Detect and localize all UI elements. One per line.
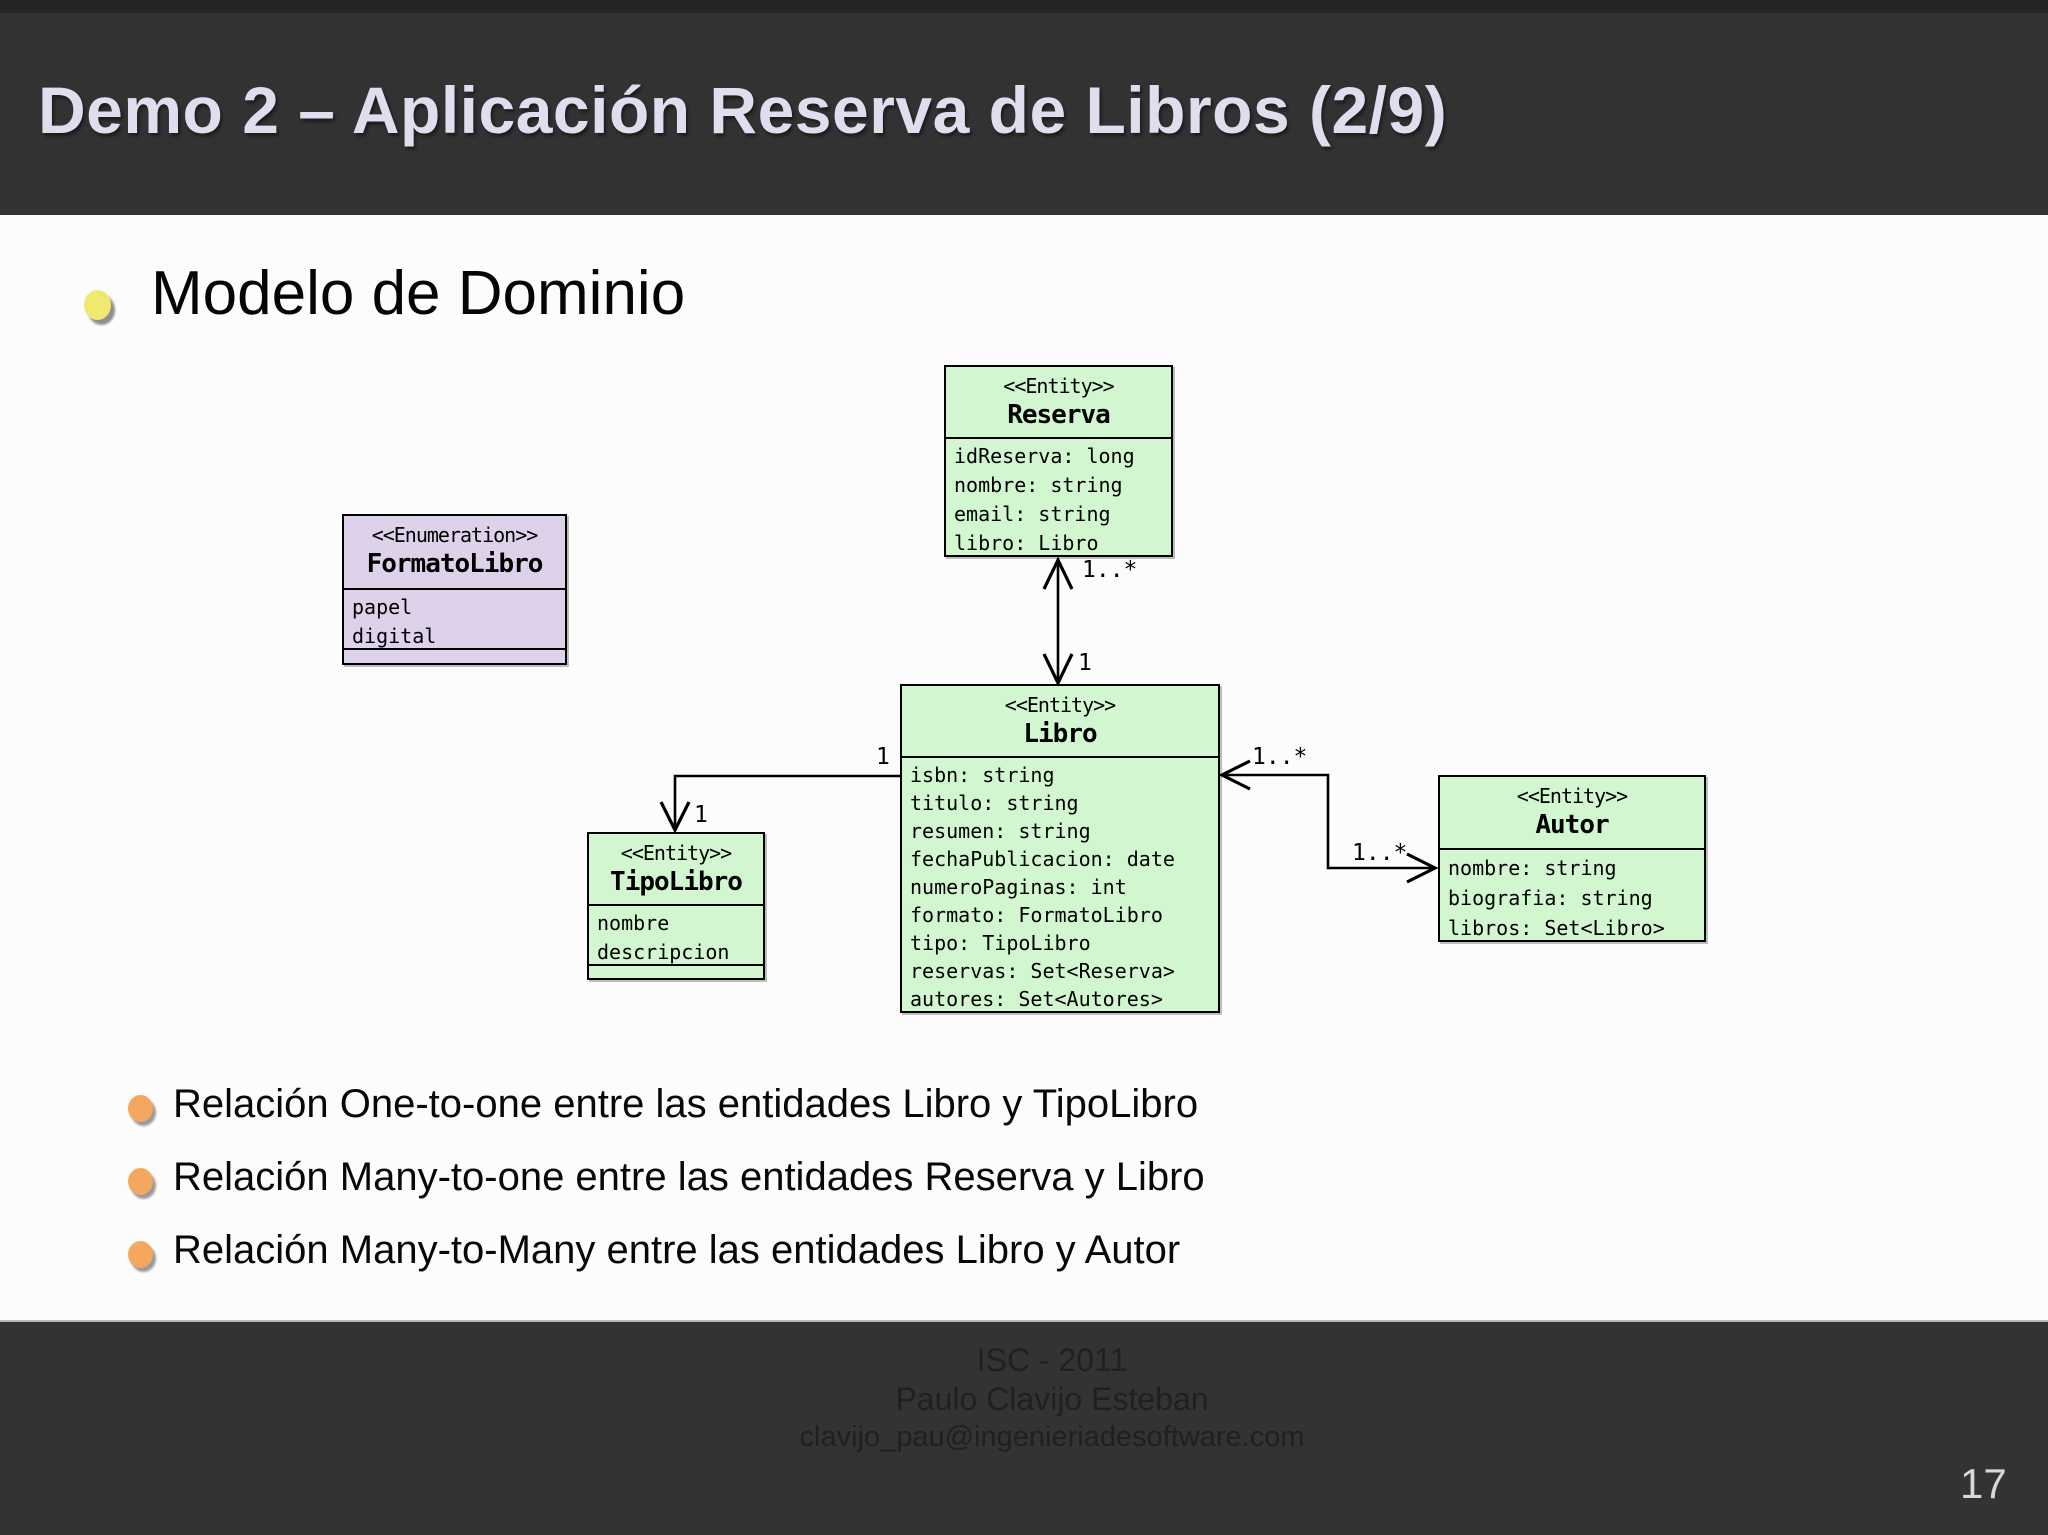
multiplicity-label: 1	[694, 802, 708, 828]
attribute: formato: FormatoLibro	[910, 903, 1163, 927]
stereotype-label: <<Enumeration>>	[371, 523, 539, 547]
empty-compartment	[589, 964, 763, 966]
enum-literal: papel	[352, 595, 413, 619]
literal-list: papel digital	[344, 590, 565, 648]
class-header: <<Enumeration>> FormatoLibro	[344, 516, 565, 590]
footer-email: clavijo_pau@ingenieriadesoftware.com	[799, 1421, 1305, 1453]
attribute: resumen: string	[910, 819, 1091, 843]
bullet-text: Relación Many-to-Many entre las entidade…	[173, 1228, 1181, 1272]
class-box-autor: <<Entity>> Autor nombre: string biografi…	[1438, 775, 1706, 942]
stereotype-label: <<Entity>>	[1003, 374, 1114, 398]
multiplicity-label: 1..*	[1252, 744, 1308, 770]
list-item: Relación Many-to-one entre las entidades…	[128, 1141, 1205, 1214]
enumeration-box-formatolibro: <<Enumeration>> FormatoLibro papel digit…	[342, 514, 567, 665]
footer-bar: ISC - 2011 Paulo Clavijo Esteban clavijo…	[0, 1320, 2048, 1535]
multiplicity-label: 1	[1078, 650, 1092, 676]
bullet-list: Relación One-to-one entre las entidades …	[128, 1068, 1205, 1287]
attribute-list: nombre: string biografia: string libros:…	[1440, 850, 1704, 943]
attribute: libro: Libro	[954, 531, 1099, 555]
page-number: 17	[1960, 1460, 2007, 1507]
class-name: FormatoLibro	[366, 549, 544, 579]
top-strip	[0, 0, 2048, 13]
arrowhead-down-icon	[1042, 653, 1074, 687]
attribute: email: string	[954, 502, 1111, 526]
slide-title: Demo 2 – Aplicación Reserva de Libros (2…	[38, 73, 1448, 147]
attribute: idReserva: long	[954, 444, 1135, 468]
footer-author: Paulo Clavijo Esteban	[895, 1381, 1209, 1417]
attribute: nombre	[597, 911, 670, 935]
multiplicity-label: 1	[876, 744, 890, 770]
bullet-text: Relación Many-to-one entre las entidades…	[173, 1155, 1205, 1199]
attribute: tipo: TipoLibro	[910, 931, 1091, 955]
arrowhead-left-icon	[1218, 759, 1251, 791]
class-box-tipolibro: <<Entity>> TipoLibro nombre descripcion	[587, 832, 765, 980]
stereotype-label: <<Entity>>	[1004, 693, 1116, 717]
attribute: fechaPublicacion: date	[910, 847, 1175, 871]
attribute: titulo: string	[910, 791, 1079, 815]
class-name: TipoLibro	[610, 867, 743, 897]
list-item: Relación One-to-one entre las entidades …	[128, 1068, 1205, 1141]
attribute-list: idReserva: long nombre: string email: st…	[946, 439, 1171, 558]
class-name: Autor	[1535, 810, 1609, 840]
class-name: Reserva	[1007, 400, 1111, 430]
class-header: <<Entity>> Reserva	[946, 367, 1171, 439]
attribute: numeroPaginas: int	[910, 875, 1127, 899]
libro-tipolibro-connector	[673, 774, 900, 828]
bullet-icon	[128, 1095, 153, 1122]
footer-course: ISC - 2011	[976, 1342, 1128, 1378]
enum-literal: digital	[352, 624, 437, 648]
list-item: Relación Many-to-Many entre las entidade…	[128, 1214, 1205, 1287]
arrowhead-up-icon	[1042, 556, 1074, 590]
bullet-icon	[128, 1241, 153, 1268]
stereotype-label: <<Entity>>	[1516, 784, 1628, 808]
bullet-icon	[84, 289, 111, 320]
bullet-icon	[128, 1168, 153, 1195]
attribute: nombre: string	[1448, 856, 1617, 880]
class-header: <<Entity>> Autor	[1440, 777, 1704, 850]
bullet-text: Relación One-to-one entre las entidades …	[173, 1082, 1199, 1126]
title-bar: Demo 2 – Aplicación Reserva de Libros (2…	[0, 0, 2048, 215]
attribute: isbn: string	[910, 763, 1055, 787]
arrowhead-down-icon	[659, 801, 691, 834]
multiplicity-label: 1..*	[1082, 557, 1138, 583]
empty-compartment	[344, 648, 565, 650]
arrowhead-right-icon	[1406, 852, 1439, 884]
multiplicity-label: 1..*	[1352, 840, 1408, 866]
attribute-list: nombre descripcion	[589, 906, 763, 964]
attribute: libros: Set<Libro>	[1448, 916, 1665, 940]
heading-row: Modelo de Dominio	[84, 258, 685, 329]
attribute: descripcion	[597, 940, 730, 964]
stereotype-label: <<Entity>>	[620, 841, 732, 865]
class-name: Libro	[1023, 719, 1097, 749]
class-box-reserva: <<Entity>> Reserva idReserva: long nombr…	[944, 365, 1173, 557]
attribute: reservas: Set<Reserva>	[910, 959, 1175, 983]
attribute: nombre: string	[954, 473, 1123, 497]
footer-text-block: ISC - 2011 Paulo Clavijo Esteban clavijo…	[0, 1340, 2048, 1455]
attribute: biografia: string	[1448, 886, 1653, 910]
class-header: <<Entity>> TipoLibro	[589, 834, 763, 906]
attribute: autores: Set<Autores>	[910, 987, 1163, 1011]
class-header: <<Entity>> Libro	[902, 686, 1218, 758]
attribute-list: isbn: string titulo: string resumen: str…	[902, 758, 1218, 1013]
section-heading: Modelo de Dominio	[151, 259, 686, 328]
class-box-libro: <<Entity>> Libro isbn: string titulo: st…	[900, 684, 1220, 1013]
